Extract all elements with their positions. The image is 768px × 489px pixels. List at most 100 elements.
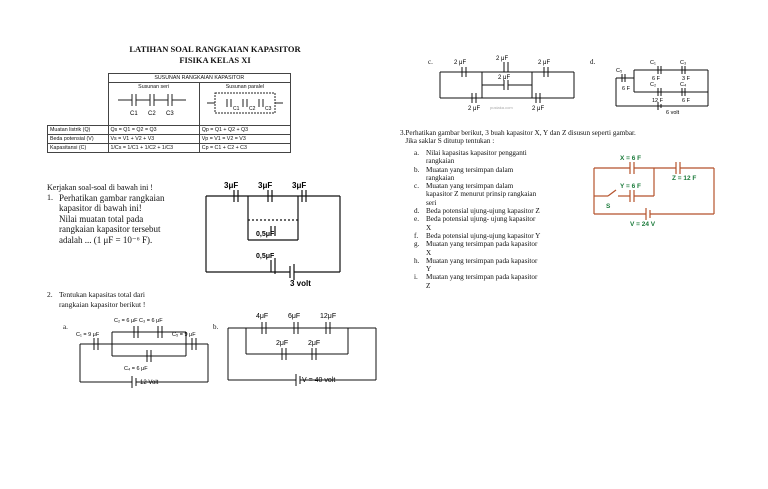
paralel-c1: C1 [233, 106, 240, 112]
row-seri: 1/Cs = 1/C1 + 1/C2 + 1/C3 [107, 143, 200, 153]
intro-text: Kerjakan soal-soal di bawah ini ! [47, 183, 153, 192]
q2c-left: 2 μF [454, 60, 466, 66]
q2a-c5: C₅ = 9 μF [172, 332, 196, 338]
series-capacitor-icon: C1 C2 C3 [117, 94, 186, 117]
seri-c3: C3 [166, 111, 174, 117]
q2d-v12f: 12 F [652, 98, 664, 104]
seri-header: Susunan seri C1 C2 C3 [107, 82, 200, 126]
q2b-circuit: 4μF 6μF 12μF 2μF 2μF V = 40 volt [227, 313, 377, 386]
table-title: SUSUNAN RANGKAIAN KAPASITOR [107, 73, 291, 83]
q1-line: adalah ... (1 μF = 10⁻⁶ F). [59, 234, 153, 245]
q2c-watermark: pustaka.com [490, 105, 513, 110]
q2a-c4: C₄ = 6 μF [124, 366, 148, 372]
q2b-mid-c: 2μF [276, 340, 288, 347]
row-label: Muatan listrik (Q) [47, 125, 109, 135]
seri-c1: C1 [130, 111, 138, 117]
q1-line: rangkaian kapasitor tersebut [59, 224, 161, 234]
paralel-c2: C2 [249, 106, 256, 112]
q2a-label: a. [63, 323, 68, 331]
q2-line: rangkaian kapasitor berikut ! [59, 299, 146, 309]
q2d-v3f: 3 F [682, 76, 691, 82]
q3-line: Perhatikan gambar berikut, 3 buah kapasi… [405, 129, 636, 137]
q2b-top-c: 12μF [320, 313, 336, 320]
q2-line: Tentukan kapasitas total dari [59, 290, 145, 299]
q2c-circuit: 2 μF 2 μF 2 μF 2 μF 2 μF 2 μF pustaka.co… [439, 56, 575, 112]
q3-y-label: Y = 6 F [620, 183, 641, 190]
q1-line: Perhatikan gambar rangkaian [59, 192, 165, 203]
row-paralel: Cp = C1 + C2 + C3 [198, 143, 292, 153]
q2b-top-c: 4μF [256, 313, 268, 320]
worksheet-title: LATIHAN SOAL RANGKAIAN KAPASITOR FISIKA … [95, 44, 335, 66]
summary-table: SUSUNAN RANGKAIAN KAPASITOR Susunan seri… [47, 73, 292, 153]
list-item: f.Beda potensial ujung-ujung kapasitor Y [414, 231, 541, 240]
q3-line: Jika saklar S ditutup tentukan : [405, 137, 495, 146]
list-item: d.Beda potensial ujung-ujung kapasitor Z [414, 207, 540, 216]
q3-x-label: X = 6 F [620, 155, 641, 162]
q1-line: Nilai muatan total pada [59, 213, 144, 224]
q3-number: 3. [400, 129, 406, 137]
q2d-voltage: 6 volt [666, 110, 680, 116]
q3-switch-label: S [606, 203, 611, 210]
q2d-v6f3: 6 F [682, 98, 691, 104]
question-2: 2. Tentukan kapasitas total dari rangkai… [47, 290, 207, 309]
row-label: Beda potensial (V) [47, 134, 109, 144]
q1-line: kapasitor di bawah ini! [59, 203, 142, 213]
row-paralel: Vp = V1 = V2 = V3 [198, 134, 292, 144]
q2a-voltage: 12 Volt [140, 380, 159, 386]
q1-mid-label: 0,5μF [256, 231, 275, 238]
q1-c-label: 3μF [292, 181, 306, 190]
q2b-label: b. [213, 323, 219, 331]
q2d-c4: C₄ [680, 82, 687, 88]
q2b-mid-c: 2μF [308, 340, 320, 347]
paralel-label: Susunan paralel [225, 84, 265, 90]
q2c-bl: 2 μF [468, 106, 480, 112]
seri-c2: C2 [148, 111, 156, 117]
row-seri: Qs = Q1 = Q2 = Q3 [107, 125, 200, 135]
q2c-right: 2 μF [538, 60, 550, 66]
title-line-1: LATIHAN SOAL RANGKAIAN KAPASITOR [129, 44, 301, 54]
q3-voltage-label: V = 24 V [630, 221, 656, 228]
q2a-c2c3: C₂ = 6 μF C₃ = 6 μF [114, 318, 163, 324]
q2d-c1: C₁ [650, 60, 656, 66]
q2d-c5: C₅ [616, 68, 622, 74]
q1-c-label: 3μF [258, 181, 272, 190]
row-seri: Vs = V1 + V2 + V3 [107, 134, 200, 144]
q2d-circuit: C₁ C₃ C₅ C₂ C₄ 6 F 3 F 6 F 12 F 6 F 6 vo… [615, 60, 709, 116]
q2d-c2: C₂ [650, 82, 656, 88]
q3-z-label: Z = 12 F [672, 175, 696, 182]
q2a-c1: C₁ = 9 μF [76, 332, 100, 338]
q3-circuit: X = 6 F Z = 12 F Y = 6 F S V = 24 V [593, 155, 715, 228]
parallel-capacitor-icon: C1 C2 C3 [206, 92, 283, 114]
q2d-c3: C₃ [680, 60, 686, 66]
q1-circuit: 3μF 3μF 3μF 0,5μF 0,5μF 3 volt [205, 181, 341, 288]
q2d-v6f: 6 F [652, 76, 661, 82]
q1-bot-label: 0,5μF [256, 253, 275, 260]
title-line-2: FISIKA KELAS XI [179, 55, 251, 65]
q2d-v6f2: 6 F [622, 86, 631, 92]
row-label: Kapasitansi (C) [47, 143, 109, 153]
question-3: 3. Perhatikan gambar berikut, 3 buah kap… [400, 129, 636, 146]
q2c-br: 2 μF [532, 106, 544, 112]
table-row: Beda potensial (V) Vs = V1 + V2 + V3 Vp … [47, 134, 292, 144]
table-row: Kapasitansi (C) 1/Cs = 1/C1 + 1/C2 + 1/C… [47, 143, 292, 153]
q2c-top: 2 μF [496, 56, 508, 62]
row-paralel: Qp = Q1 + Q2 + Q3 [198, 125, 292, 135]
question-1: Kerjakan soal-soal di bawah ini ! 1. Per… [47, 183, 207, 245]
q1-c-label: 3μF [224, 181, 238, 190]
q2b-voltage: V = 40 volt [302, 377, 335, 384]
q2-number: 2. [47, 290, 53, 299]
table-row: Muatan listrik (Q) Qs = Q1 = Q2 = Q3 Qp … [47, 125, 292, 135]
q2d-label: d. [590, 58, 596, 66]
q2b-top-c: 6μF [288, 313, 300, 320]
seri-label: Susunan seri [138, 84, 170, 90]
q1-voltage-label: 3 volt [290, 279, 311, 288]
q2a-circuit: C₁ = 9 μF C₂ = 6 μF C₃ = 6 μF C₅ = 9 μF … [76, 318, 209, 388]
q1-number: 1. [47, 192, 53, 202]
